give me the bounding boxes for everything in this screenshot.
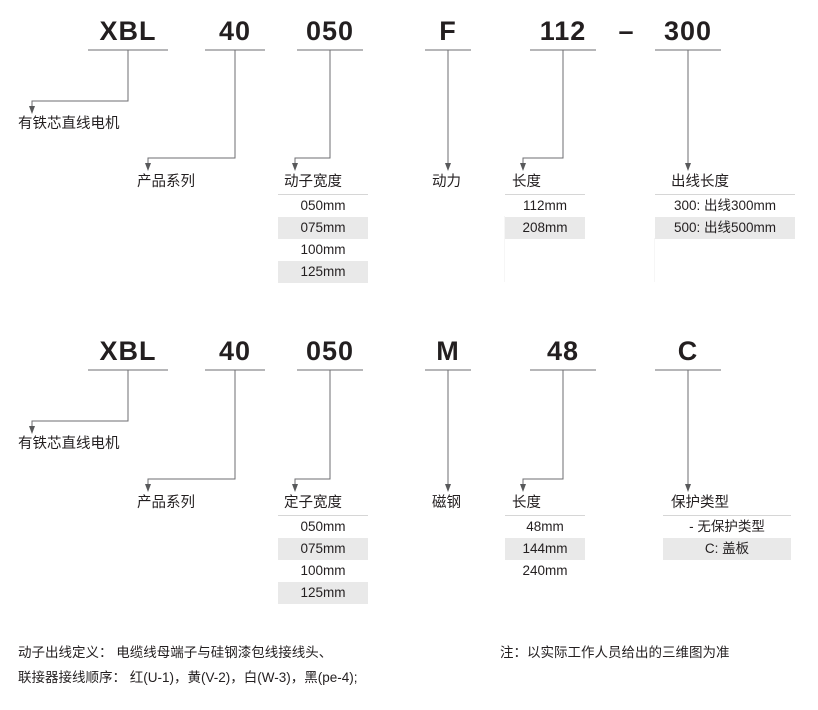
stator-width-options: 050mm 075mm 100mm 125mm — [278, 515, 368, 626]
footnote-wiring-definition-line1: 动子出线定义： 电缆线母端子与硅钢漆包线接线头、 — [18, 645, 333, 660]
list-item[interactable]: 112mm — [522, 198, 567, 213]
token-48-length: 48 — [546, 336, 580, 366]
list-item[interactable]: - 无保护类型 — [689, 519, 765, 534]
token-40-stator: 40 — [218, 336, 252, 366]
label-product-series-2: 产品系列 — [137, 495, 195, 511]
token-xbl-stator: XBL — [99, 336, 157, 366]
token-050-stator: 050 — [305, 336, 355, 366]
list-item[interactable]: 48mm — [526, 519, 564, 534]
token-300-cable: 300 — [663, 16, 713, 46]
label-length-2: 长度 — [512, 495, 541, 511]
token-f-power: F — [439, 16, 457, 46]
stator-length-options: 48mm 144mm 240mm — [505, 515, 585, 626]
stack-tail — [655, 239, 795, 305]
cable-length-options: 300: 出线300mm 500: 出线500mm — [655, 194, 795, 305]
list-item[interactable]: 050mm — [300, 198, 346, 213]
label-iron-core-linear-motor-2: 有铁芯直线电机 — [18, 436, 120, 452]
footnote-note-3d-drawing: 注：以实际工作人员给出的三维图为准 — [500, 645, 730, 660]
list-item[interactable]: 144mm — [505, 538, 585, 560]
label-cable-length: 出线长度 — [671, 174, 729, 190]
mover-width-options: 050mm 075mm 100mm 125mm — [278, 194, 368, 305]
token-112-length: 112 — [539, 16, 587, 46]
list-item[interactable]: 125mm — [278, 261, 368, 283]
token-separator-dash: – — [618, 16, 634, 46]
label-stator-width: 定子宽度 — [284, 495, 342, 511]
protection-type-options: - 无保护类型 C: 盖板 — [663, 515, 791, 604]
list-item[interactable]: 100mm — [300, 242, 346, 257]
label-product-series-1: 产品系列 — [137, 174, 195, 190]
list-item[interactable]: 208mm — [505, 217, 585, 239]
token-c-protection: C — [677, 336, 699, 366]
label-protection-type: 保护类型 — [671, 495, 729, 511]
label-magnet-steel: 磁钢 — [432, 495, 461, 511]
list-item[interactable]: 050mm — [300, 519, 346, 534]
label-iron-core-linear-motor-1: 有铁芯直线电机 — [18, 116, 120, 132]
list-item[interactable]: 300: 出线300mm — [673, 198, 777, 213]
list-item[interactable]: 125mm — [278, 582, 368, 604]
label-length-1: 长度 — [512, 174, 541, 190]
token-m-magnet: M — [436, 336, 460, 366]
list-item[interactable]: C: 盖板 — [663, 538, 791, 560]
footnote-wiring-definition-line2: 联接器接线顺序： 红(U-1)，黄(V-2)，白(W-3)，黑(pe-4); — [18, 670, 358, 685]
stack-tail — [278, 604, 368, 626]
token-40-mover: 40 — [218, 16, 252, 46]
list-item[interactable]: 500: 出线500mm — [655, 217, 795, 239]
list-item[interactable]: 075mm — [278, 538, 368, 560]
token-xbl-mover: XBL — [99, 16, 157, 46]
stack-tail — [278, 283, 368, 305]
mover-length-options: 112mm 208mm — [505, 194, 585, 305]
stack-tail — [505, 582, 585, 626]
label-mover-width: 动子宽度 — [284, 174, 342, 190]
label-power: 动力 — [432, 174, 461, 190]
stack-tail — [505, 239, 585, 305]
stack-tail — [663, 560, 791, 604]
list-item[interactable]: 100mm — [300, 563, 346, 578]
list-item[interactable]: 075mm — [278, 217, 368, 239]
token-050-mover: 050 — [305, 16, 355, 46]
list-item[interactable]: 240mm — [522, 563, 568, 578]
